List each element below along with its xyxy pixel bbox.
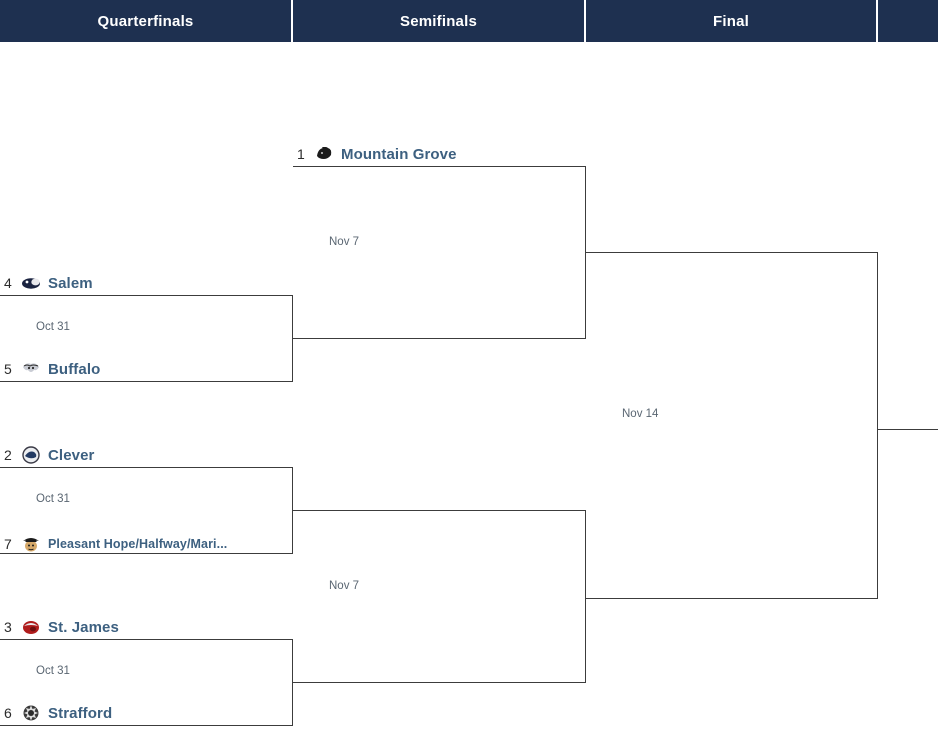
qf3-date: Oct 31 [36, 665, 70, 677]
mountain-grove-logo [313, 143, 335, 165]
seed-number: 1 [297, 146, 305, 162]
final-date: Nov 14 [622, 408, 659, 420]
qf3-connector-vertical [292, 639, 293, 726]
team-name: Salem [48, 274, 93, 292]
team-row-mountain-grove[interactable]: 1 Mountain Grove [297, 142, 457, 166]
header-segment-champion [878, 0, 938, 42]
team-row-pleasant-hope[interactable]: 7 Pleasant Hope/Halfway/Mari... [4, 532, 227, 556]
champion-stub-line [877, 429, 938, 430]
strafford-logo [20, 702, 42, 724]
team-name: Buffalo [48, 360, 101, 378]
buffalo-logo [20, 358, 42, 380]
sf1-bottom-line [293, 338, 586, 339]
seed-number: 3 [4, 619, 12, 635]
pleasant-hope-logo [20, 533, 42, 555]
qf1-connector-vertical [292, 295, 293, 382]
team-name: St. James [48, 618, 119, 636]
qf2-top-line [0, 467, 293, 468]
qf2-bottom-line [0, 553, 293, 554]
qf3-bottom-line [0, 725, 293, 726]
qf3-top-line [0, 639, 293, 640]
seed-number: 7 [4, 536, 12, 552]
team-name: Clever [48, 446, 95, 464]
header-segment-quarterfinals: Quarterfinals [0, 0, 291, 42]
header-segment-semifinals: Semifinals [293, 0, 584, 42]
sf1-top-line [293, 166, 586, 167]
qf1-date: Oct 31 [36, 321, 70, 333]
sf1-connector-vertical [585, 166, 586, 339]
qf1-bottom-line [0, 381, 293, 382]
sf2-connector-vertical [585, 510, 586, 683]
sf2-bottom-line [293, 682, 586, 683]
team-row-st-james[interactable]: 3 St. James [4, 615, 119, 639]
final-bottom-line [586, 598, 878, 599]
seed-number: 6 [4, 705, 12, 721]
team-name: Mountain Grove [341, 145, 457, 163]
sf2-top-line [293, 510, 586, 511]
sf2-date: Nov 7 [329, 580, 360, 592]
qf2-date: Oct 31 [36, 493, 70, 505]
qf1-top-line [0, 295, 293, 296]
seed-number: 5 [4, 361, 12, 377]
salem-logo [20, 272, 42, 294]
sf1-date: Nov 7 [329, 236, 360, 248]
header-label-champion [878, 0, 938, 42]
clever-logo [20, 444, 42, 466]
st-james-logo [20, 616, 42, 638]
final-connector-vertical [877, 252, 878, 599]
team-row-buffalo[interactable]: 5 Buffalo [4, 357, 100, 381]
header-label-quarterfinals: Quarterfinals [97, 12, 194, 30]
header-label-final: Final [712, 12, 749, 30]
header-label-semifinals: Semifinals [399, 12, 478, 30]
seed-number: 2 [4, 447, 12, 463]
final-top-line [586, 252, 878, 253]
team-row-strafford[interactable]: 6 Strafford [4, 701, 112, 725]
team-name: Pleasant Hope/Halfway/Mari... [48, 537, 228, 551]
team-row-salem[interactable]: 4 Salem [4, 271, 93, 295]
team-row-clever[interactable]: 2 Clever [4, 443, 94, 467]
seed-number: 4 [4, 275, 12, 291]
qf2-connector-vertical [292, 467, 293, 554]
header-segment-final: Final [586, 0, 876, 42]
team-name: Strafford [48, 704, 113, 722]
